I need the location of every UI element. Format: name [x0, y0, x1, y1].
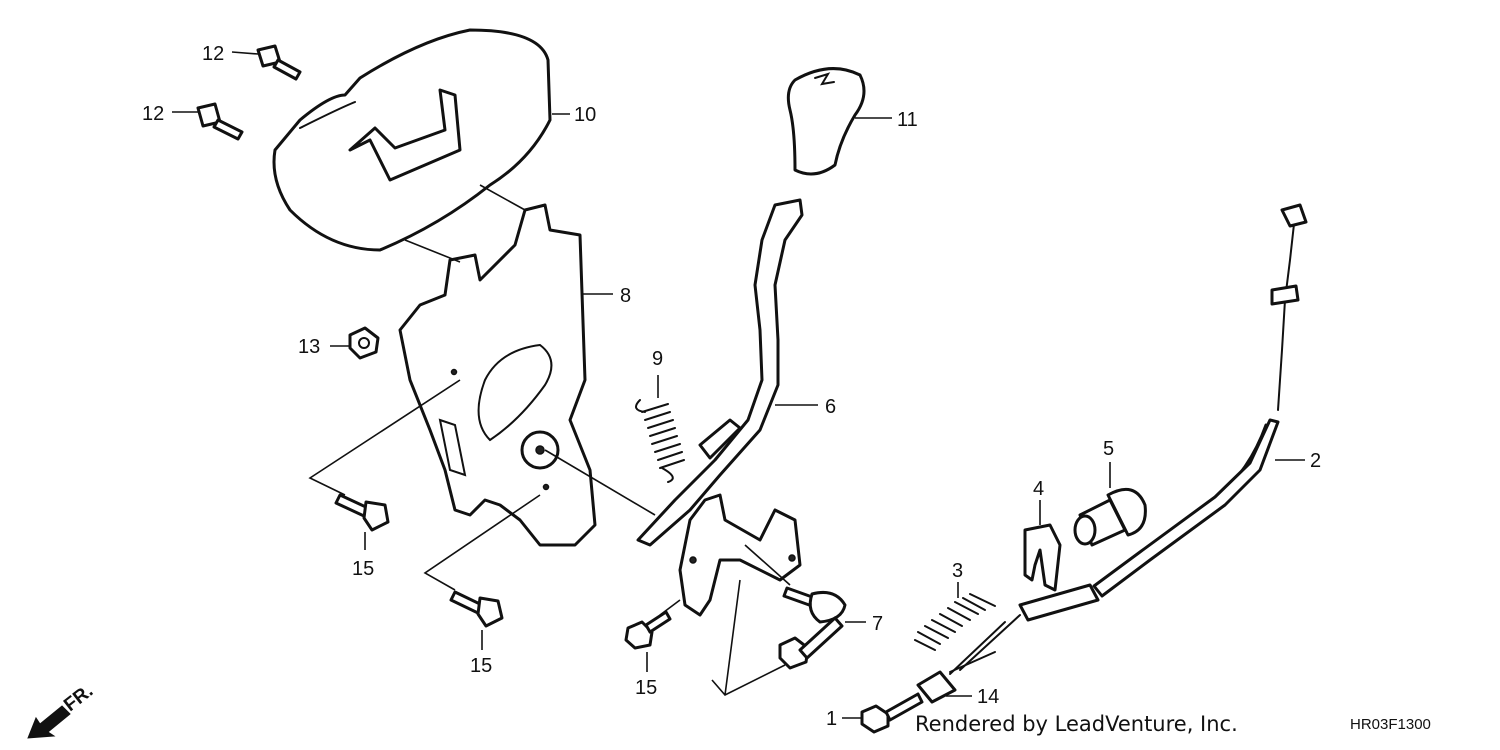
- callout-12-upper: 12: [202, 43, 224, 65]
- diagram-code: HR03F1300: [1350, 716, 1431, 733]
- callout-13: 13: [298, 336, 320, 358]
- render-credit: Rendered by LeadVenture, Inc.: [915, 712, 1238, 736]
- shift-cable[interactable]: [949, 203, 1308, 675]
- cable-spring[interactable]: [914, 593, 996, 651]
- callout-leaders: [172, 51, 1305, 719]
- front-arrow-icon: [27, 705, 71, 739]
- bolt-12-upper[interactable]: [256, 44, 302, 81]
- nut-13[interactable]: [348, 326, 380, 360]
- callout-8: 8: [620, 285, 631, 307]
- cable-end-sleeve[interactable]: [916, 670, 957, 704]
- bolt-12-lower[interactable]: [196, 102, 244, 141]
- callout-4: 4: [1033, 478, 1044, 500]
- callout-2: 2: [1310, 450, 1321, 472]
- callout-10: 10: [574, 104, 596, 126]
- callout-15-right: 15: [635, 677, 657, 699]
- callout-1: 1: [826, 708, 837, 730]
- cable-joint[interactable]: [778, 586, 847, 670]
- callout-7: 7: [872, 613, 883, 635]
- front-direction-indicator: FR.: [27, 681, 97, 739]
- shift-lever[interactable]: [636, 198, 804, 617]
- callout-6: 6: [825, 396, 836, 418]
- callout-3: 3: [952, 560, 963, 582]
- shift-lever-bracket[interactable]: [398, 203, 597, 547]
- bolt-15-center[interactable]: [449, 590, 504, 628]
- callout-labels: 12 12 10 11 8 13 9 6 2 5 4 3 7 15 15 15 …: [142, 43, 1321, 730]
- callout-15-left: 15: [352, 558, 374, 580]
- assembly-lines: [308, 184, 791, 696]
- bolt-15-left[interactable]: [334, 493, 390, 532]
- shift-knob[interactable]: [786, 67, 866, 176]
- shift-gate-cover[interactable]: [272, 28, 552, 252]
- return-spring[interactable]: [635, 399, 685, 483]
- callout-14: 14: [977, 686, 999, 708]
- cable-grommet[interactable]: [1073, 487, 1147, 547]
- callout-9: 9: [652, 348, 663, 370]
- callout-15-center: 15: [470, 655, 492, 677]
- cable-clip[interactable]: [1023, 523, 1062, 592]
- bolt-15-right[interactable]: [624, 610, 672, 650]
- cable-end-nut[interactable]: [860, 692, 924, 734]
- callout-5: 5: [1103, 438, 1114, 460]
- callout-12-lower: 12: [142, 103, 164, 125]
- callout-11: 11: [897, 109, 918, 131]
